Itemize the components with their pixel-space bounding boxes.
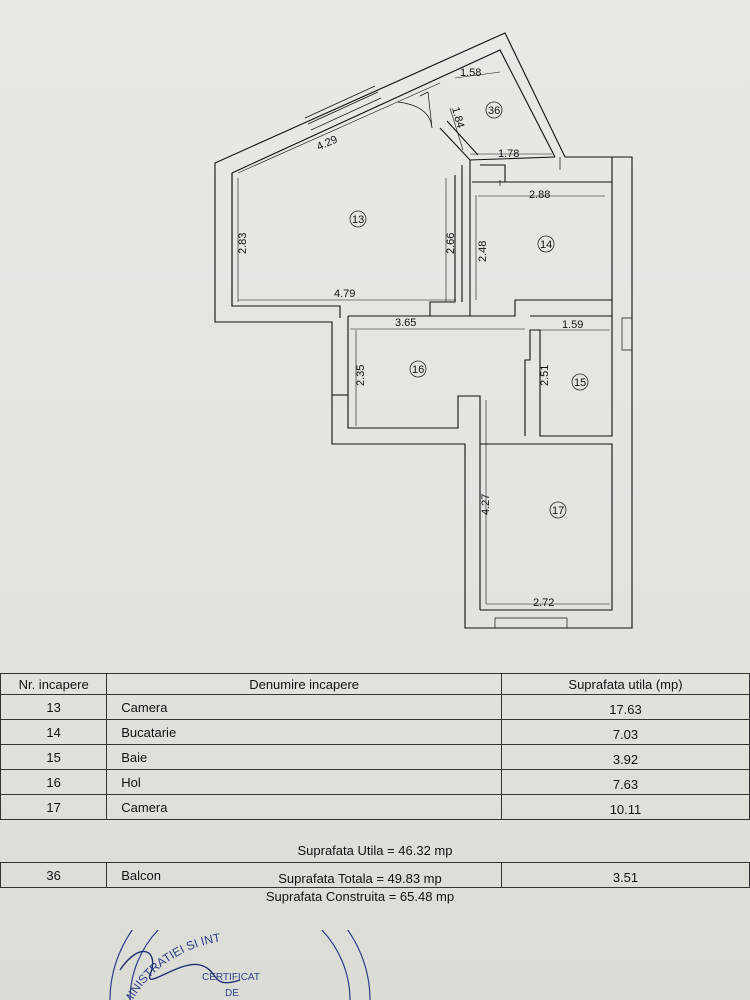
svg-text:ADMINISTRATIEI SI INT: ADMINISTRATIEI SI INT — [114, 930, 223, 1000]
row-name: Camera — [106, 694, 502, 720]
certification-stamp: ADMINISTRATIEI SI INT CERTIFICAT DE — [109, 930, 371, 1000]
row-area: 7.03 — [501, 719, 750, 745]
table-row: 17 Camera 10.11 — [0, 794, 750, 820]
dim-r13-bottom: 4.79 — [334, 288, 355, 300]
dimension-labels: 4.29 2.83 2.66 4.79 1.58 1.84 1.78 2.88 … — [237, 67, 583, 609]
row-area: 10.11 — [501, 794, 750, 820]
dim-r14-top: 2.88 — [529, 189, 550, 201]
row-area: 7.63 — [501, 769, 750, 795]
dim-hall-top: 3.65 — [395, 317, 416, 329]
dim-r14-left: 2.48 — [477, 241, 489, 262]
dim-r36-top: 1.58 — [460, 67, 481, 79]
dim-r17-left: 4.27 — [480, 494, 492, 515]
row-nr: 15 — [0, 744, 108, 770]
table-header: Nr. incapere Denumire incapere Suprafata… — [0, 673, 750, 695]
subtotal-row: Suprafata Utila = 46.32 mp — [0, 819, 750, 863]
balcony-name: Balcon — [106, 862, 502, 888]
stamp-text-top: ADMINISTRATIEI SI INT — [114, 930, 223, 1000]
walls — [214, 32, 633, 629]
dim-r13-left: 2.83 — [237, 233, 249, 254]
table-row: 16 Hol 7.63 — [0, 769, 750, 795]
dim-r17-bottom: 2.72 — [533, 597, 554, 609]
total-area: Suprafata Totala = 49.83 mp — [278, 871, 442, 886]
balcony-area: 3.51 — [501, 862, 750, 888]
windows — [304, 85, 632, 628]
row-nr: 14 — [0, 719, 108, 745]
dim-r36-bottom: 1.78 — [498, 148, 519, 160]
dimension-lines — [237, 71, 610, 605]
room-15-label: 15 — [574, 377, 586, 389]
table-row: 15 Baie 3.92 — [0, 744, 750, 770]
row-name: Baie — [106, 744, 502, 770]
dim-r36-side: 1.84 — [449, 106, 466, 130]
table-row: 13 Camera 17.63 — [0, 694, 750, 720]
stamp-text-low: DE — [225, 988, 239, 999]
dim-r15-left: 2.51 — [539, 365, 551, 386]
header-nr: Nr. incapere — [0, 673, 108, 695]
row-nr: 17 — [0, 794, 108, 820]
dim-r15-top: 1.59 — [562, 319, 583, 331]
balcony-row: 36 Balcon 3.51 — [0, 862, 750, 888]
dim-r16-left: 2.35 — [355, 365, 367, 386]
subtotal-text: Suprafata Utila = 46.32 mp — [0, 819, 750, 863]
door-swing — [397, 101, 433, 129]
room-markers: 13 36 14 16 15 17 — [349, 101, 589, 519]
balcony-nr: 36 — [0, 862, 108, 888]
stamp-text-mid: CERTIFICAT — [202, 972, 260, 983]
dim-r13-right: 2.66 — [445, 233, 457, 254]
row-name: Camera — [106, 794, 502, 820]
room-36-label: 36 — [488, 105, 500, 117]
header-name: Denumire incapere — [106, 673, 502, 695]
table-row: 14 Bucatarie 7.03 — [0, 719, 750, 745]
signature-mark — [119, 950, 241, 984]
row-area: 17.63 — [501, 694, 750, 720]
built-area: Suprafata Construita = 65.48 mp — [265, 889, 455, 904]
row-area: 3.92 — [501, 744, 750, 770]
row-nr: 13 — [0, 694, 108, 720]
dim-r13-top: 4.29 — [315, 134, 339, 154]
floor-plan: 4.29 2.83 2.66 4.79 1.58 1.84 1.78 2.88 … — [214, 32, 633, 629]
room-table: Nr. incapere Denumire incapere Suprafata… — [0, 673, 750, 888]
room-14-label: 14 — [540, 239, 552, 251]
row-name: Hol — [106, 769, 502, 795]
room-17-label: 17 — [552, 505, 564, 517]
row-name: Bucatarie — [106, 719, 502, 745]
room-16-label: 16 — [412, 364, 424, 376]
row-nr: 16 — [0, 769, 108, 795]
room-13-label: 13 — [352, 214, 364, 226]
header-area: Suprafata utila (mp) — [501, 673, 750, 695]
